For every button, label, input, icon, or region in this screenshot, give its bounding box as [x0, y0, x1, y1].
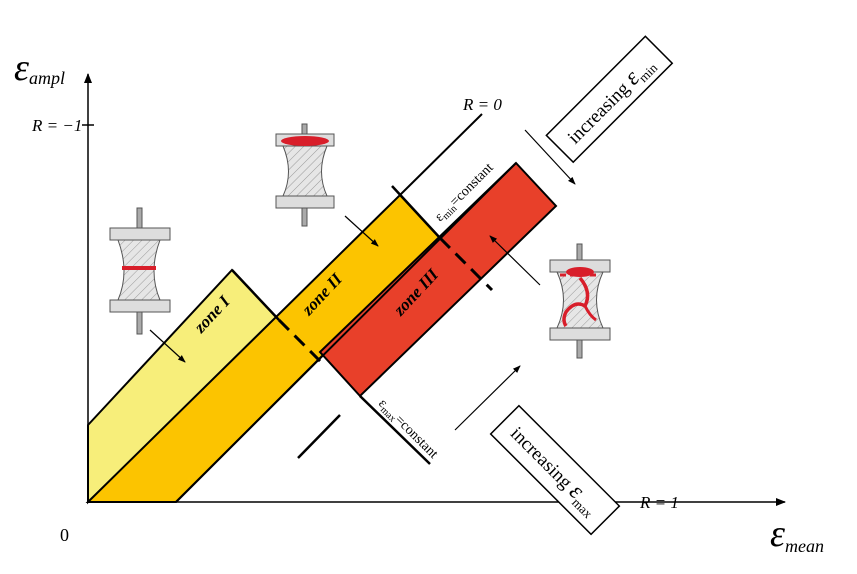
zone3-arrow [489, 235, 541, 286]
zone-3-band [318, 161, 558, 398]
emax-boundary [297, 414, 341, 459]
svg-text:increasing εmin: increasing εmin [561, 51, 661, 151]
r-zero-label: R = 0 [462, 95, 502, 114]
increasing-emax-box: increasing εmax [489, 404, 621, 536]
emin-boundary [391, 185, 441, 239]
zone1-arrow [149, 329, 186, 363]
specimen-zone1-icon [109, 207, 171, 335]
svg-text:increasing εmax: increasing εmax [504, 420, 605, 521]
zone1-boundary-dashed [277, 318, 324, 365]
r-zero-extension [399, 113, 483, 196]
origin-label: 0 [60, 525, 69, 545]
inc-min-arrow [524, 129, 576, 185]
zone2-arrow [344, 215, 379, 247]
x-axis-label: εmean [770, 513, 824, 556]
emax-constant-label: εmax=constant [374, 396, 441, 463]
inc-max-arrow [454, 365, 521, 431]
r-one-label: R = 1 [639, 493, 679, 512]
emin-boundary-dashed [438, 236, 494, 292]
y-axis-label: εampl [14, 47, 65, 89]
specimen-zone3-icon [549, 243, 611, 359]
zone1-boundary [231, 269, 280, 321]
specimen-zone2-icon [275, 123, 335, 227]
emax-boundary-lower [359, 395, 431, 465]
increasing-emin-box: increasing εmin [545, 35, 674, 164]
r-zero-line [175, 162, 517, 503]
r-minus1-label: R = −1 [31, 116, 82, 135]
